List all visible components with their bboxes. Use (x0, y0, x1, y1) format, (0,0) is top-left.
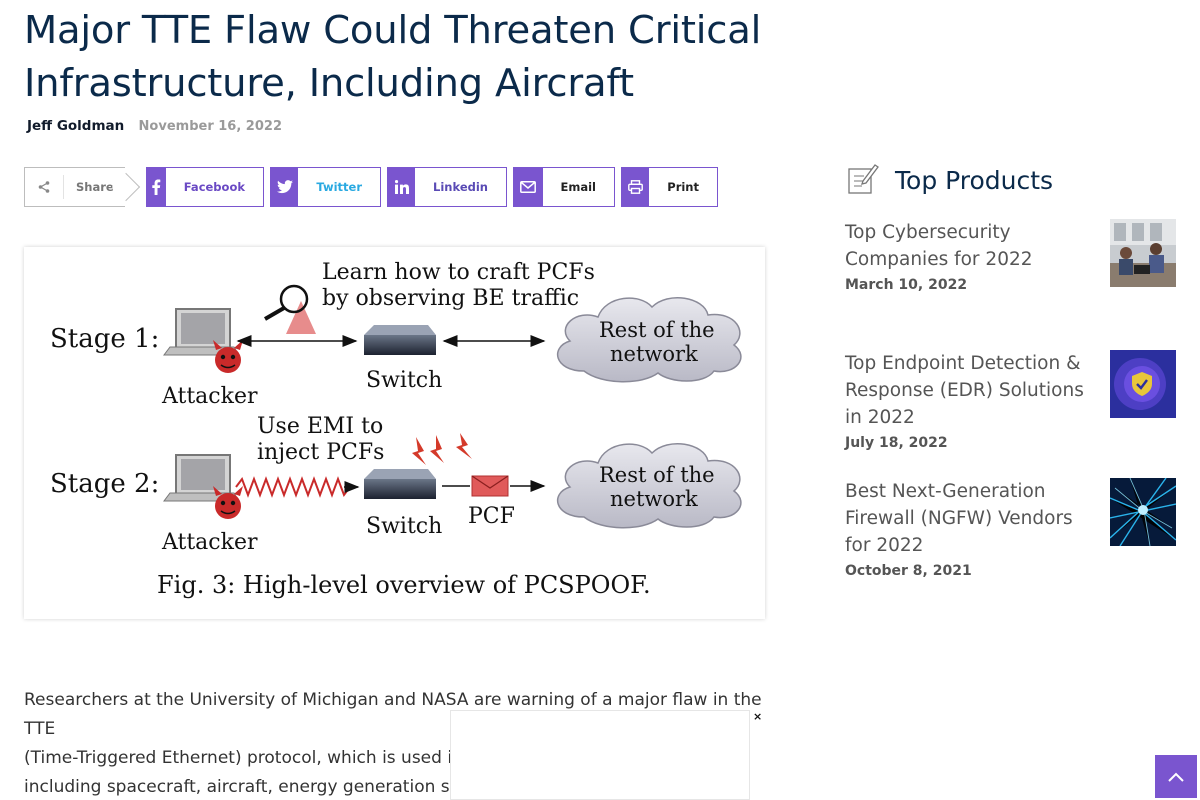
attacker-label-1: Attacker (161, 384, 258, 409)
product-thumbnail[interactable] (1109, 477, 1177, 547)
twitter-icon (271, 168, 299, 206)
ad-overlay[interactable] (450, 710, 750, 800)
article-line: Researchers at the University of Michiga… (24, 690, 762, 739)
print-share-button[interactable]: Print (621, 167, 718, 207)
switch-label-1: Switch (366, 368, 442, 393)
lightning-icon (412, 433, 472, 465)
cloud-label-1b: network (610, 342, 698, 366)
email-label: Email (560, 180, 596, 194)
cloud-label-2a: Rest of the (599, 463, 715, 487)
edit-note-icon (845, 161, 879, 199)
product-date: March 10, 2022 (845, 277, 968, 293)
devil-icon (213, 486, 243, 519)
magnifier-icon (263, 284, 316, 334)
stage1-label: Stage 1: (50, 324, 159, 354)
emi-wave (235, 476, 351, 498)
pcspoof-diagram: Stage 1: Learn how to craft PCFs by obse… (50, 260, 742, 599)
printer-icon (622, 168, 650, 206)
sidebar-title: Top Products (895, 165, 1054, 195)
figure-caption: Fig. 3: High-level overview of PCSPOOF. (157, 571, 651, 599)
envelope-icon (514, 168, 543, 206)
product-thumbnail[interactable] (1110, 350, 1176, 418)
product-item: Best Next-Generation Firewall (NGFW) Ven… (845, 477, 1180, 579)
share-divider (63, 175, 64, 199)
linkedin-icon (388, 168, 416, 206)
share-label: Share (76, 180, 114, 194)
facebook-label: Facebook (183, 180, 245, 194)
sidebar-header: Top Products (845, 160, 1180, 200)
product-thumbnail[interactable] (1110, 219, 1176, 287)
switch-icon (364, 325, 436, 355)
share-label-box: Share (24, 167, 141, 207)
ad-close-button[interactable]: × (753, 710, 763, 723)
cloud-label-2b: network (610, 487, 698, 511)
product-date: July 18, 2022 (845, 435, 948, 451)
product-item: Top Cybersecurity Companies for 2022 Mar… (845, 219, 1180, 293)
article-figure: Stage 1: Learn how to craft PCFs by obse… (24, 247, 765, 619)
twitter-share-button[interactable]: Twitter (270, 167, 381, 207)
pcf-label: PCF (468, 504, 515, 529)
article-line: (Time-Triggered Ethernet) protocol, whic… (24, 748, 479, 768)
stage2-caption-line1: Use EMI to (257, 414, 383, 439)
product-item: Top Endpoint Detection & Response (EDR) … (845, 350, 1180, 451)
twitter-label: Twitter (316, 180, 362, 194)
attacker-label-2: Attacker (161, 530, 258, 555)
print-label: Print (667, 180, 699, 194)
product-title-link[interactable]: Best Next-Generation Firewall (NGFW) Ven… (845, 481, 1073, 556)
facebook-share-button[interactable]: Facebook (146, 167, 264, 207)
stage1-caption-line2: by observing BE traffic (322, 286, 579, 311)
stage1-caption-line1: Learn how to craft PCFs (322, 260, 595, 285)
cloud-shape (556, 443, 742, 529)
envelope-pcf-icon (471, 475, 509, 497)
share-bar: Share Facebook Twitter Linkedin Email Pr… (24, 167, 724, 207)
devil-icon (213, 340, 243, 373)
cloud-shape (556, 297, 742, 383)
publish-date: November 16, 2022 (138, 119, 282, 134)
chevron-up-icon (1168, 767, 1184, 786)
author-link[interactable]: Jeff Goldman (27, 118, 125, 134)
product-date: October 8, 2021 (845, 563, 972, 579)
linkedin-label: Linkedin (433, 180, 488, 194)
email-share-button[interactable]: Email (513, 167, 615, 207)
cloud-label-1a: Rest of the (599, 318, 715, 342)
article-body: Researchers at the University of Michiga… (24, 686, 764, 800)
share-icon (25, 181, 63, 193)
facebook-icon (147, 168, 166, 206)
linkedin-share-button[interactable]: Linkedin (387, 167, 507, 207)
laptop-icon (163, 308, 240, 356)
product-title-link[interactable]: Top Endpoint Detection & Response (EDR) … (845, 353, 1084, 428)
product-title-link[interactable]: Top Cybersecurity Companies for 2022 (845, 222, 1033, 270)
stage2-caption-line2: inject PCFs (257, 440, 384, 465)
article-meta: Jeff Goldman November 16, 2022 (27, 118, 282, 134)
article-title: Major TTE Flaw Could Threaten Critical I… (24, 8, 762, 106)
article-line: including spacecraft, aircraft, energy g… (24, 777, 486, 797)
scroll-to-top-button[interactable] (1155, 755, 1197, 798)
sidebar: Top Products Top Cybersecurity Companies… (845, 160, 1180, 579)
switch-icon (364, 469, 436, 499)
stage2-label: Stage 2: (50, 469, 159, 499)
switch-label-2: Switch (366, 514, 442, 539)
